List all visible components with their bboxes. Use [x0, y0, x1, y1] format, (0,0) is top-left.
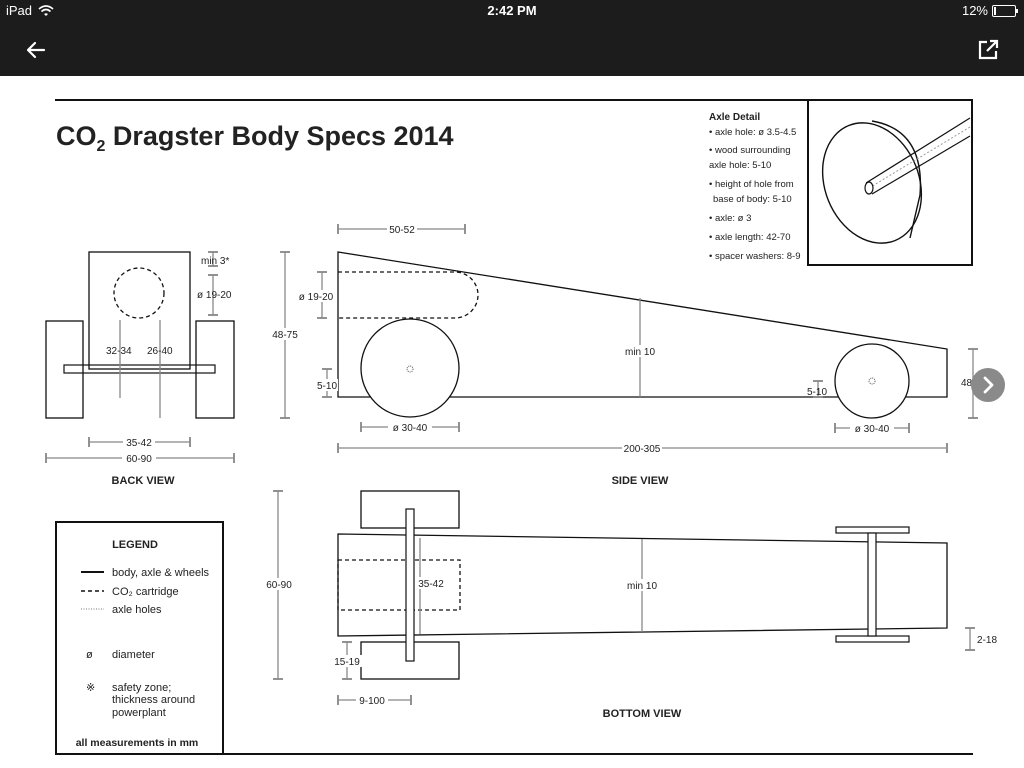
- back-arrow-icon: [26, 41, 46, 59]
- side-rear-axle-height-label: 5-10: [317, 381, 337, 392]
- side-front-axle-height-label: 5-10: [807, 387, 827, 398]
- clock: 2:42 PM: [487, 3, 537, 18]
- side-view: 50-52 48-75 ø 19-20 5-10 min 10 5-10 48-…: [270, 223, 987, 487]
- side-length-label: 200-305: [624, 444, 661, 455]
- axle-detail: Axle Detail • axle hole: ø 3.5-4.5 • woo…: [709, 112, 801, 262]
- back-inner-b-label: 26-40: [147, 346, 173, 357]
- bottom-axle-position-label: 9-100: [359, 696, 385, 707]
- status-bar: iPad 2:42 PM 12%: [0, 0, 1024, 22]
- back-view: min 3* ø 19-20 32-34 26-40 35-42 60-90 B…: [45, 251, 235, 487]
- bottom-front-width-label: 2-18: [977, 635, 997, 646]
- side-front-wheel-label: ø 30-40: [855, 424, 890, 435]
- bottom-body-min-label: min 10: [627, 581, 657, 592]
- side-rear-wheel-label: ø 30-40: [393, 423, 428, 434]
- side-view-label: SIDE VIEW: [612, 475, 669, 487]
- bottom-view-label: BOTTOM VIEW: [603, 708, 682, 720]
- side-cartridge-label: ø 19-20: [299, 292, 334, 303]
- safety-zone-symbol-icon: ※: [86, 682, 95, 694]
- bottom-view: 60-90 35-42 min 10 15-19 9-100 2-18 BOTT…: [264, 490, 997, 720]
- legend-footer: all measurements in mm: [76, 737, 199, 749]
- axle-item: • wood surrounding: [709, 145, 791, 156]
- axle-item: • axle: ø 3: [709, 213, 751, 224]
- bottom-cartridge-label: 35-42: [418, 579, 444, 590]
- axle-detail-illustration: [807, 99, 973, 266]
- open-external-icon: [978, 39, 999, 60]
- next-page-button[interactable]: [971, 368, 1005, 402]
- bottom-wheel-width-label: 15-19: [334, 657, 360, 668]
- axle-item: base of body: 5-10: [713, 194, 792, 205]
- spec-drawing: CO2 Dragster Body Specs 2014 Axle Detail…: [45, 99, 997, 755]
- back-view-label: BACK VIEW: [112, 475, 176, 487]
- axle-item: • axle length: 42-70: [709, 232, 791, 243]
- legend-item-safety: safety zone;: [112, 682, 171, 694]
- legend: LEGEND body, axle & wheels CO₂ cartridge…: [55, 521, 224, 755]
- axle-item: • height of hole from: [709, 179, 794, 190]
- legend-item-safety: thickness around: [112, 694, 195, 706]
- legend-item-dashed: CO₂ cartridge: [112, 586, 179, 598]
- open-external-button[interactable]: [974, 36, 1002, 64]
- back-button[interactable]: [22, 36, 50, 64]
- toolbar: [0, 22, 1024, 76]
- back-cartridge-label: ø 19-20: [197, 290, 232, 301]
- back-width-inner-label: 35-42: [126, 438, 152, 449]
- back-width-outer-label: 60-90: [126, 454, 152, 465]
- battery-icon: [992, 4, 1018, 17]
- legend-item-safety: powerplant: [112, 707, 166, 719]
- document-page: CO2 Dragster Body Specs 2014 Axle Detail…: [0, 76, 1024, 768]
- battery-percent: 12%: [961, 3, 988, 18]
- legend-item-solid: body, axle & wheels: [112, 567, 210, 579]
- back-inner-a-label: 32-34: [106, 346, 132, 357]
- bottom-width-label: 60-90: [266, 580, 292, 591]
- side-top-length-label: 50-52: [389, 225, 415, 236]
- axle-item: • spacer washers: 8-9: [709, 251, 801, 262]
- diameter-symbol-icon: ø: [86, 649, 93, 661]
- axle-item: axle hole: 5-10: [709, 160, 771, 171]
- axle-detail-heading: Axle Detail: [709, 112, 760, 123]
- chevron-right-icon: [983, 376, 994, 394]
- back-min-top-label: min 3*: [201, 256, 229, 267]
- legend-item-dotted: axle holes: [112, 604, 162, 616]
- side-height-label: 48-75: [272, 330, 298, 341]
- legend-item-diameter: diameter: [112, 649, 155, 661]
- page-title: CO2 Dragster Body Specs 2014: [56, 121, 454, 155]
- axle-item: • axle hole: ø 3.5-4.5: [709, 127, 796, 138]
- side-body-min-label: min 10: [625, 347, 655, 358]
- wifi-icon: [38, 4, 54, 16]
- legend-heading: LEGEND: [112, 539, 158, 551]
- device-name: iPad: [6, 3, 33, 18]
